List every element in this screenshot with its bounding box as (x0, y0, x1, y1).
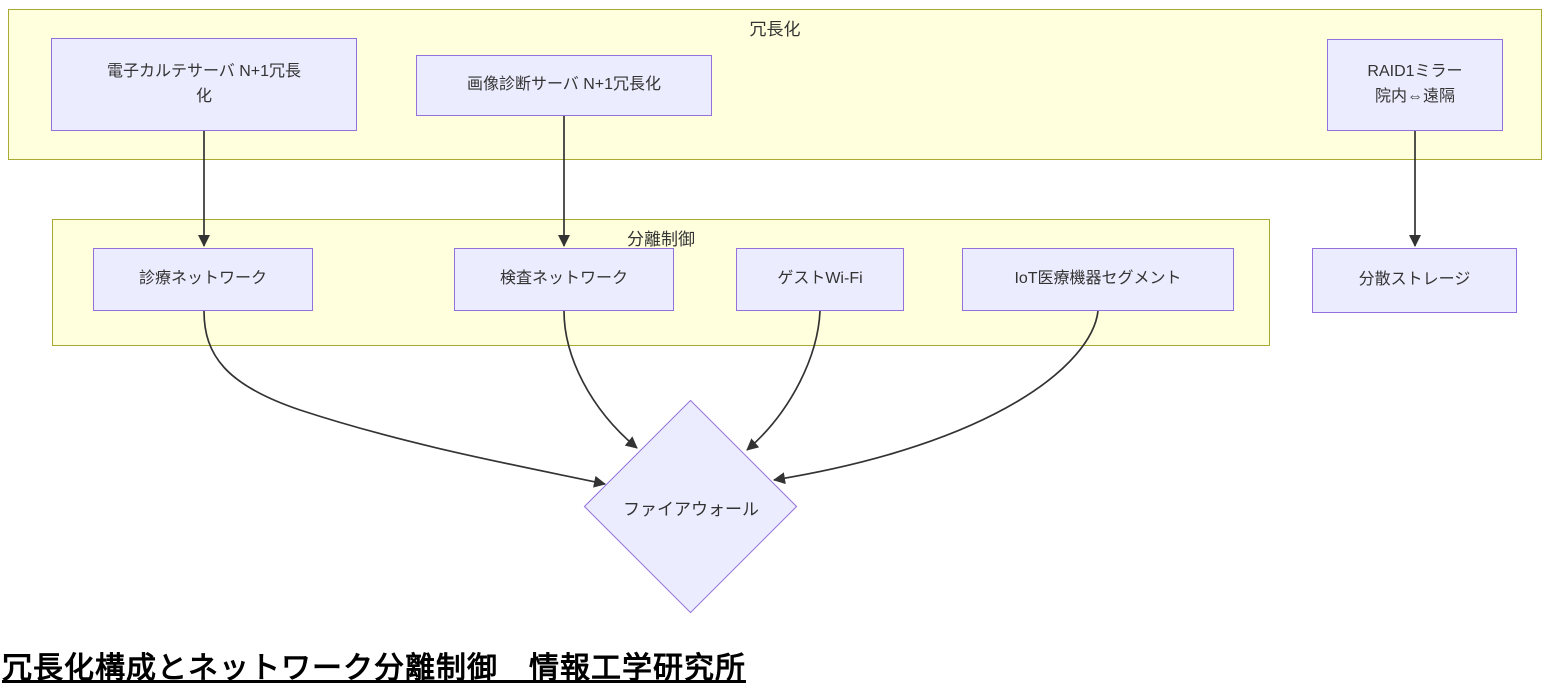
node-exam-network-label: 検査ネットワーク (499, 270, 628, 288)
node-raid-mirror: RAID1ミラー 院内⇔遠隔 (1327, 39, 1503, 131)
edge-exam-to-firewall (563, 310, 638, 449)
node-iot-segment: IoT医療機器セグメント (962, 248, 1234, 311)
node-distributed-storage: 分散ストレージ (1312, 248, 1517, 313)
node-iot-segment-label: IoT医療機器セグメント (1014, 270, 1182, 288)
node-imaging-server-label: 画像診断サーバ N+1冗長化 (466, 76, 662, 94)
node-firewall-label: ファイアウォール (623, 500, 759, 519)
node-ehr-server-label: 電子カルテサーバ N+1冗長 化 (106, 62, 302, 105)
diagram-title: 冗長化構成とネットワーク分離制御 情報工学研究所 (2, 652, 746, 685)
node-distributed-storage-label: 分散ストレージ (1358, 271, 1471, 289)
node-exam-network: 検査ネットワーク (454, 248, 674, 311)
edge-iot-to-firewall (773, 310, 1099, 485)
cluster-separation-label: 分離制御 (627, 230, 695, 249)
node-guest-wifi-label: ゲストWi-Fi (777, 270, 863, 288)
node-guest-wifi: ゲストWi-Fi (736, 248, 904, 311)
node-clinical-network-label: 診療ネットワーク (138, 270, 267, 288)
edge-clinical-to-firewall (203, 310, 606, 488)
cluster-redundancy-label: 冗長化 (749, 20, 801, 39)
node-firewall: ファイアウォール (584, 401, 798, 614)
node-clinical-network: 診療ネットワーク (93, 248, 313, 311)
node-imaging-server: 画像診断サーバ N+1冗長化 (416, 55, 712, 116)
node-ehr-server: 電子カルテサーバ N+1冗長 化 (51, 38, 357, 131)
edge-guest-to-firewall (746, 310, 821, 451)
node-raid-mirror-label: RAID1ミラー 院内⇔遠隔 (1367, 63, 1463, 105)
